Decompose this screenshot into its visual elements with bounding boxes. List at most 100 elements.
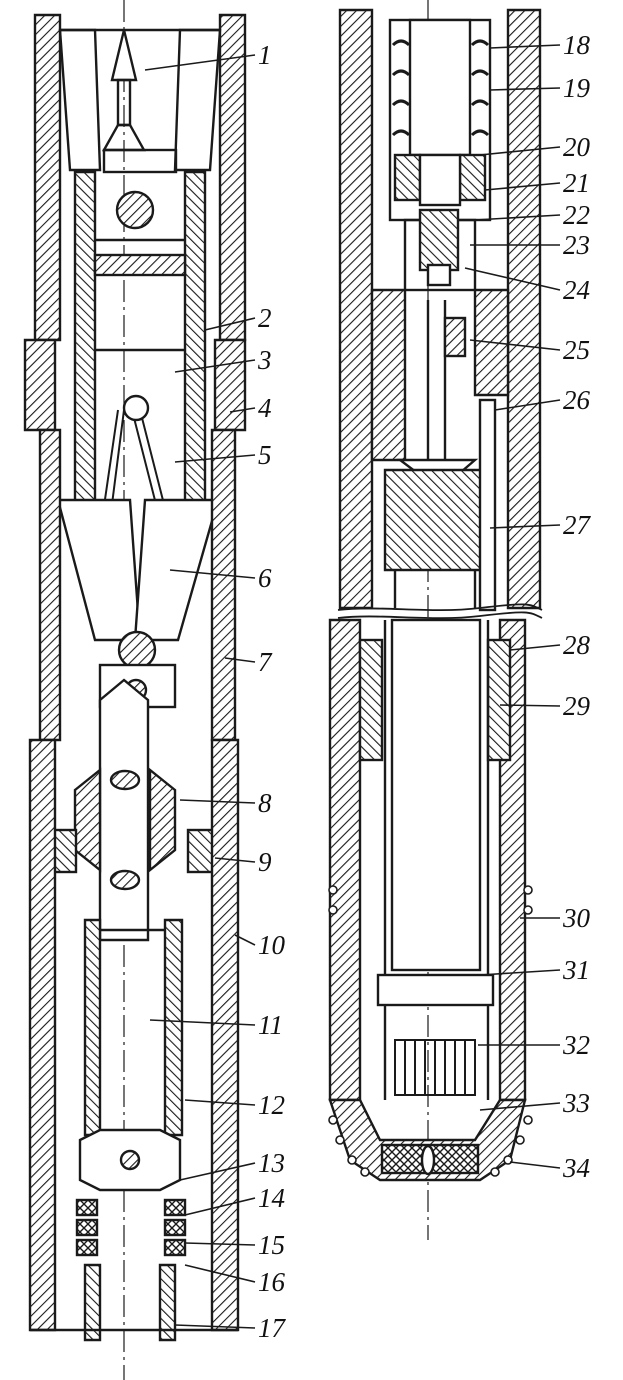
callout-label-13: 13 [258,1148,285,1178]
callout-label-1: 1 [258,40,272,70]
outer-barrel-left [28,738,57,1332]
callout-label-30: 30 [562,903,591,933]
inner-sleeve-right [183,170,207,542]
crown-diamonds [328,885,533,1177]
piston-block [383,468,487,572]
callout-label-11: 11 [258,1010,283,1040]
callout-label-5: 5 [258,440,272,470]
leader-line-11 [149,1019,256,1026]
leader-line-5 [174,454,256,463]
latch-wedge-left [56,498,142,642]
leader-line-33 [479,1102,561,1111]
callout-label-9: 9 [258,847,272,877]
callout-label-27: 27 [563,510,592,540]
break-line-top [337,603,543,612]
callout-label-10: 10 [258,930,286,960]
lower-assembly-section [328,0,543,1240]
collet-right [148,767,177,873]
callout-label-28: 28 [563,630,591,660]
leader-line-12 [184,1099,256,1106]
leader-line-2 [204,317,256,331]
callout-label-33: 33 [562,1088,590,1118]
callout-label-25: 25 [563,335,590,365]
callout-label-14: 14 [258,1183,285,1213]
plunger-rod [408,18,472,157]
upper-shaft [98,678,150,942]
lower-barrel-left [328,618,362,1102]
leader-line-21 [484,182,561,191]
callout-label-3: 3 [257,345,272,375]
callout-label-12: 12 [258,1090,285,1120]
spring-plate [93,253,187,277]
leader-line-26 [494,399,561,411]
body-wall-right [210,428,237,742]
callout-label-7: 7 [258,647,273,677]
leader-line-15 [184,1242,256,1246]
leader-line-7 [224,657,256,663]
leader-line-4 [229,407,256,413]
callout-label-16: 16 [258,1267,286,1297]
leader-line-29 [499,704,561,707]
callout-label-2: 2 [258,303,272,333]
core-catcher-fingers [394,1039,476,1096]
callout-label-26: 26 [563,385,591,415]
leader-line-17 [174,1324,256,1329]
pin-upper [115,190,155,230]
leader-line-9 [214,857,256,863]
top-cone-left [58,28,102,172]
leader-line-8 [179,799,256,804]
collet-left [73,767,102,873]
packing-coils [75,1198,187,1257]
callout-label-32: 32 [562,1030,590,1060]
callout-label-29: 29 [563,691,591,721]
leader-line-28 [509,644,561,651]
top-cone-right [173,28,222,172]
callout-label-6: 6 [258,563,272,593]
core-tube [390,618,482,972]
callout-label-19: 19 [563,73,591,103]
callout-label-20: 20 [563,132,591,162]
leader-line-16 [184,1264,256,1283]
outer-barrel-right [210,738,240,1332]
check-valve [443,316,467,358]
leader-line-6 [169,569,256,579]
spear-point [110,29,138,82]
leader-line-22 [474,214,561,221]
leader-line-13 [179,1162,256,1181]
callout-label-21: 21 [563,168,590,198]
callout-label-22: 22 [563,200,590,230]
callout-label-18: 18 [563,30,591,60]
upper-assembly-section [23,0,247,1380]
callout-label-15: 15 [258,1230,285,1260]
leader-line-25 [469,339,561,351]
core-catcher-upper [376,973,495,1007]
callout-label-31: 31 [562,955,590,985]
leader-line-3 [174,359,256,373]
leader-line-19 [489,87,561,91]
leader-line-20 [479,146,561,156]
callout-label-23: 23 [563,230,590,260]
inner-sleeve-left [73,170,97,542]
callout-labels: 1234567891011121314151617181920212223242… [144,30,592,1343]
leader-line-31 [479,969,561,976]
upper-barrel-left [338,8,374,610]
callout-label-4: 4 [258,393,272,423]
break-line-bottom [337,611,543,620]
compression-spring [391,39,490,137]
leader-line-10 [234,934,256,946]
leader-line-14 [184,1197,256,1216]
callout-label-17: 17 [258,1313,287,1343]
upper-barrel-right [506,8,542,610]
leader-line-1 [144,54,256,71]
top-sub-wall-left [33,13,62,342]
leader-line-27 [489,524,561,529]
callout-label-24: 24 [563,275,590,305]
body-wall-left [38,428,62,742]
leader-line-24 [464,267,561,291]
leader-line-34 [509,1161,561,1169]
top-sub-wall-right [218,13,247,342]
link-pivot [122,394,150,422]
callout-label-8: 8 [258,788,272,818]
